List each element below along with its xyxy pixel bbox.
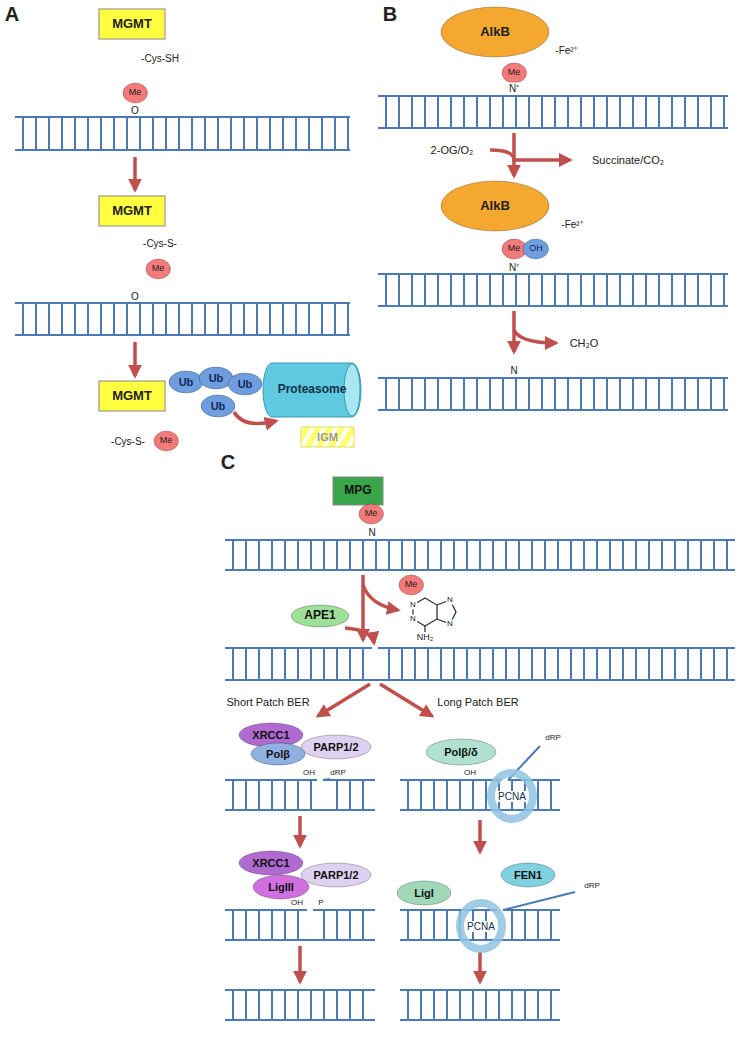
protein-box: MGMT	[98, 8, 166, 40]
panel-letter: B	[382, 3, 398, 25]
chemical-label: Succinate/CO₂	[591, 154, 665, 166]
node-label: XRCC1	[252, 729, 289, 741]
ubiquitin: Ub	[227, 372, 263, 396]
chemical-label: -Cys-SH	[140, 53, 180, 64]
methyl-group: Me	[145, 258, 172, 280]
process-arrow	[135, 133, 570, 982]
node-label: Me	[152, 264, 165, 274]
node-label: Me	[160, 436, 173, 446]
ubiquitin: Ub	[168, 370, 204, 394]
methyl-group: Me	[398, 574, 425, 596]
node-label: Me	[508, 68, 521, 78]
methyl-group: Me	[501, 62, 528, 84]
protein-oval: LigI	[396, 880, 452, 906]
chemical-label: -Fe²⁺	[554, 45, 577, 56]
protein-box: MPG	[332, 476, 384, 506]
protein-oval: PARP1/2	[300, 862, 372, 888]
protein-oval: Polβ	[250, 742, 306, 766]
node-label: Ub	[211, 400, 226, 412]
chemical-label: dRP	[544, 734, 562, 743]
protein-oval: AlkB	[440, 6, 550, 58]
chemical-label: NH₂	[416, 633, 435, 643]
node-label: MGMT	[112, 17, 152, 31]
protein-box: MGMT	[98, 195, 166, 227]
methyl-group: Me	[122, 82, 149, 104]
dna-flap	[323, 746, 575, 910]
protein-box: MGMT	[98, 380, 166, 412]
chemical-label: OH	[302, 769, 316, 778]
atom-label: N	[509, 365, 518, 376]
node-label: Me	[508, 244, 521, 254]
node-label: APE1	[304, 609, 335, 622]
atom-label: O	[130, 105, 140, 116]
protein-oval: XRCC1	[238, 850, 304, 876]
protein-oval: Polβ/δ	[425, 738, 497, 766]
methyl-group: Me	[358, 503, 385, 525]
protein-oval: PARP1/2	[300, 734, 372, 760]
node-label: Me	[129, 88, 142, 98]
protein-oval: LigIII	[252, 874, 310, 900]
protein-oval: AlkB	[440, 180, 550, 232]
atom-label: N	[409, 601, 417, 610]
node-label: FEN1	[514, 869, 542, 881]
protein-oval: FEN1	[500, 862, 556, 888]
atom-label: N	[409, 615, 417, 624]
node-label: Me	[405, 580, 418, 590]
proteasome: Proteasome	[262, 362, 362, 418]
methyl-group: Me	[153, 430, 180, 452]
node-label: IGM	[317, 431, 338, 443]
atom-label: N	[446, 620, 454, 629]
node-label: LigIII	[268, 881, 294, 893]
chemical-label: 2-OG/O₂	[430, 144, 475, 156]
pcna-clamp: PCNA	[455, 898, 507, 954]
pathway-label: Short Patch BER	[225, 696, 310, 708]
node-label: PARP1/2	[313, 869, 358, 881]
node-label: PARP1/2	[313, 741, 358, 753]
node-label: MPG	[344, 484, 371, 497]
node-label: AlkB	[480, 199, 510, 213]
node-label: MGMT	[112, 204, 152, 218]
node-label: AlkB	[480, 25, 510, 39]
node-label: MGMT	[112, 389, 152, 403]
protein-oval: APE1	[290, 604, 350, 628]
chemical-label: -Fe²⁺	[560, 219, 583, 230]
ubiquitin: Ub	[200, 394, 236, 418]
chemical-label: -Cys-S-	[142, 238, 178, 249]
atom-label: N	[367, 527, 376, 538]
chemical-label: OH	[290, 899, 304, 908]
chemical-label: -Cys-S-	[110, 436, 146, 447]
dna-ladder	[15, 96, 735, 1020]
node-label: Me	[365, 509, 378, 519]
chemical-label: dRP	[329, 769, 347, 778]
node-label: PCNA	[466, 921, 496, 932]
chemical-label: CH₂O	[569, 337, 600, 349]
node-label: Ub	[179, 376, 194, 388]
pathway-label: Long Patch BER	[436, 696, 519, 708]
panel-letter: A	[4, 3, 20, 25]
degraded-protein: IGM	[300, 426, 355, 448]
node-label: Polβ/δ	[444, 746, 478, 758]
chemical-label: OH	[463, 769, 477, 778]
node-label: Polβ	[266, 748, 290, 760]
atom-label: N⁺	[508, 262, 520, 273]
pcna-clamp: PCNA	[486, 768, 538, 824]
atom-label: N	[446, 596, 454, 605]
node-label: OH	[529, 244, 543, 254]
panel-letter: C	[220, 451, 236, 473]
atom-label: O	[130, 291, 140, 302]
node-label: Ub	[238, 378, 253, 390]
node-label: PCNA	[497, 791, 527, 802]
chemical-label: P	[317, 899, 324, 908]
node-label: LigI	[414, 887, 434, 899]
node-label: Ub	[209, 372, 224, 384]
node-label: Proteasome	[278, 383, 347, 396]
hydroxyl-group: OH	[522, 238, 550, 260]
chemical-label: dRP	[583, 882, 601, 891]
node-label: XRCC1	[252, 857, 289, 869]
atom-label: N⁺	[508, 83, 520, 94]
